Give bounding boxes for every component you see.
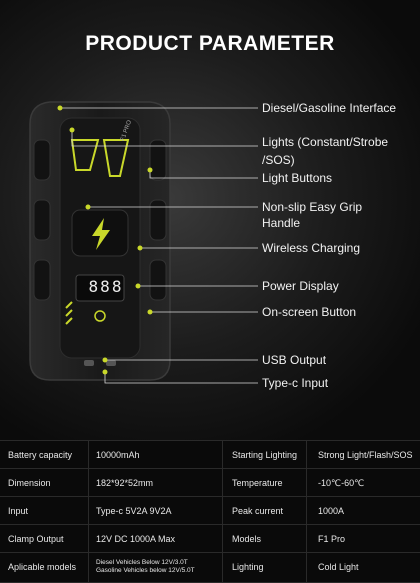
spec-label: Peak current bbox=[232, 506, 284, 516]
spec-label: Temperature bbox=[232, 478, 283, 488]
spec-value: 10000mAh bbox=[96, 450, 140, 460]
table-row: Input Type-c 5V2A 9V2A Peak current 1000… bbox=[0, 496, 420, 525]
spec-value-line1: Diesel Vehicles Below 12V/3.0T bbox=[96, 559, 188, 566]
spec-label: Dimension bbox=[8, 478, 51, 488]
callout-power-display: Power Display bbox=[262, 279, 339, 293]
page-title: PRODUCT PARAMETER bbox=[85, 32, 335, 55]
table-divider bbox=[88, 440, 89, 582]
table-row: Clamp Output 12V DC 1000A Max Models F1 … bbox=[0, 524, 420, 553]
callout-typec-input: Type-c Input bbox=[262, 376, 329, 390]
spec-label: Aplicable models bbox=[8, 562, 77, 572]
table-row: Aplicable models Diesel Vehicles Below 1… bbox=[0, 552, 420, 583]
callout-onscreen-button: On-screen Button bbox=[262, 305, 357, 319]
table-divider bbox=[222, 440, 223, 582]
spec-value-line2: Gasoline Vehicles below 12V/5.0T bbox=[96, 567, 195, 574]
callout-light-buttons: Light Buttons bbox=[262, 171, 333, 185]
device-display: 888 bbox=[88, 277, 124, 296]
spec-value: 12V DC 1000A Max bbox=[96, 534, 176, 544]
spec-value: 1000A bbox=[318, 506, 345, 516]
callout-usb-output: USB Output bbox=[262, 353, 327, 367]
spec-value: Type-c 5V2A 9V2A bbox=[96, 506, 172, 516]
callout-grip-line2: Handle bbox=[262, 216, 301, 230]
spec-table: Battery capacity 10000mAh Starting Light… bbox=[0, 440, 420, 583]
spec-value: Diesel Vehicles Below 12V/3.0T Gasoline … bbox=[96, 553, 220, 581]
spec-label: Clamp Output bbox=[8, 534, 64, 544]
spec-value: Strong Light/Flash/SOS bbox=[318, 450, 413, 460]
callout-diesel-interface: Diesel/Gasoline Interface bbox=[262, 101, 397, 115]
callout-grip-line1: Non-slip Easy Grip bbox=[262, 200, 363, 214]
callout-lights-line1: Lights (Constant/Strobe bbox=[262, 135, 389, 149]
spec-label: Lighting bbox=[232, 562, 264, 572]
spec-label: Input bbox=[8, 506, 29, 516]
spec-label: Starting Lighting bbox=[232, 450, 298, 460]
spec-value: -10℃-60℃ bbox=[318, 477, 365, 488]
spec-value: F1 Pro bbox=[318, 534, 346, 544]
table-divider bbox=[306, 440, 307, 582]
callout-lights-line2: /SOS) bbox=[262, 153, 295, 167]
spec-label: Battery capacity bbox=[8, 450, 73, 460]
jump-starter-illustration bbox=[29, 101, 171, 381]
table-row: Battery capacity 10000mAh Starting Light… bbox=[0, 440, 420, 469]
table-row: Dimension 182*92*52mm Temperature -10℃-6… bbox=[0, 468, 420, 497]
spec-label: Models bbox=[232, 534, 262, 544]
spec-value: Cold Light bbox=[318, 562, 359, 572]
callout-wireless-charging: Wireless Charging bbox=[262, 241, 361, 255]
spec-value: 182*92*52mm bbox=[96, 478, 154, 488]
